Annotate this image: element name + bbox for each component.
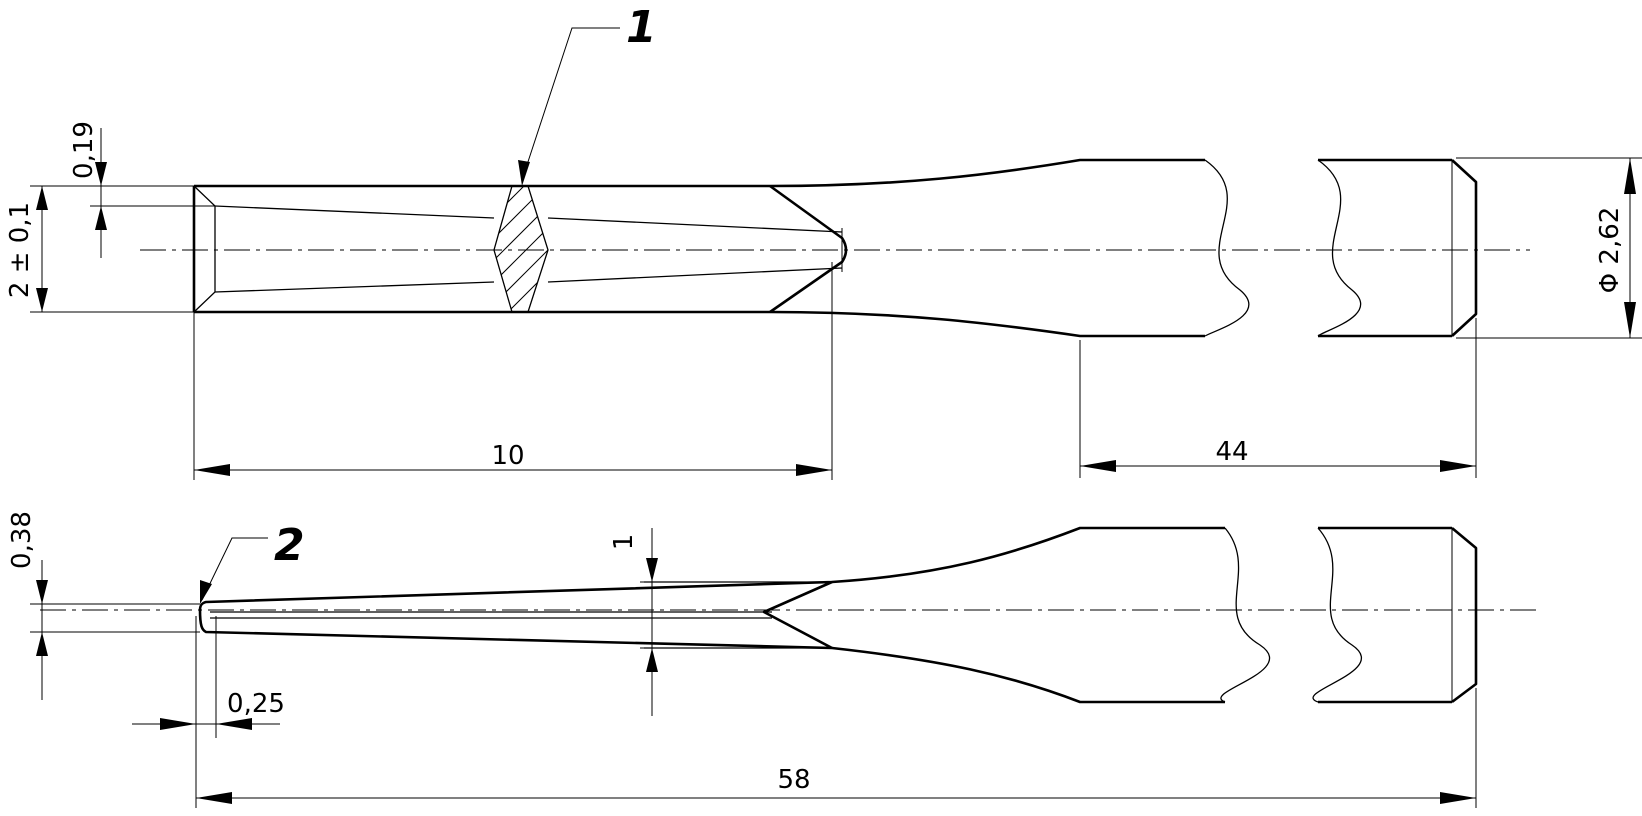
- bottom-right-end: [1451, 527, 1478, 704]
- section-hatch: [494, 186, 548, 312]
- leader-2: [201, 537, 268, 601]
- arrow-038-top: [36, 580, 48, 604]
- top-wedge-tip: [769, 184, 848, 314]
- dim-label-diameter: Φ 2,62: [1595, 207, 1625, 294]
- callout-2-label: 2: [274, 520, 305, 571]
- top-break-right: [1317, 159, 1362, 337]
- arrow-leader-2: [200, 580, 212, 604]
- arrow-58-right: [1440, 792, 1476, 804]
- dim-label-offset: 0,19: [69, 121, 99, 179]
- top-body-lower: [194, 310, 1205, 338]
- dim-label-025: 0,25: [227, 689, 285, 719]
- arrow-025-left: [160, 718, 196, 730]
- arrow-44-left: [1080, 460, 1116, 472]
- dim-label-1: 1: [609, 534, 639, 551]
- arrow-width-top: [36, 186, 48, 210]
- arrow-offset-bottom: [95, 206, 107, 230]
- top-break-left: [1204, 159, 1250, 337]
- leader-1: [521, 27, 620, 181]
- dim-label-038: 0,38: [7, 511, 37, 569]
- dim-label-58: 58: [777, 765, 810, 795]
- arrow-10-left: [194, 464, 230, 476]
- top-taper-lower-2: [547, 267, 843, 283]
- callout-labels: 1 2: [274, 2, 657, 571]
- arrow-offset-top: [95, 162, 107, 186]
- arrow-1-bottom: [646, 648, 658, 672]
- top-body-upper: [194, 158, 1205, 188]
- dim-label-44: 44: [1215, 437, 1248, 467]
- arrow-10-right: [796, 464, 832, 476]
- top-taper-lower: [214, 281, 495, 293]
- arrow-58-left: [196, 792, 232, 804]
- bottom-wedge-tip: [762, 580, 833, 650]
- bottom-break-left: [1220, 527, 1270, 703]
- dim-label-width: 2 ± 0,1: [5, 202, 35, 298]
- arrow-dia-bottom: [1624, 302, 1636, 338]
- top-right-end: [1451, 159, 1478, 337]
- top-taper-upper: [214, 205, 495, 219]
- top-left-chamfer: [193, 185, 216, 313]
- top-view: [30, 27, 1642, 480]
- dim-label-10: 10: [491, 441, 524, 471]
- bottom-blade-upper: [198, 526, 1225, 611]
- arrow-44-right: [1440, 460, 1476, 472]
- arrow-width-bottom: [36, 288, 48, 312]
- bottom-break-right: [1312, 527, 1362, 703]
- bottom-blade-lower: [198, 609, 1225, 704]
- callout-1-label: 1: [626, 2, 657, 53]
- arrow-dia-top: [1624, 158, 1636, 194]
- arrow-038-bottom: [36, 632, 48, 656]
- bottom-view: [30, 526, 1536, 808]
- top-taper-upper-2: [547, 217, 843, 233]
- arrow-025-right: [216, 718, 252, 730]
- arrow-leader-1: [518, 160, 530, 186]
- section-outline: [493, 185, 549, 313]
- arrow-1-top: [646, 558, 658, 582]
- dimension-labels: 0,19 2 ± 0,1 10 44 Φ 2,62 0,38 1 0,25 58: [5, 121, 1625, 795]
